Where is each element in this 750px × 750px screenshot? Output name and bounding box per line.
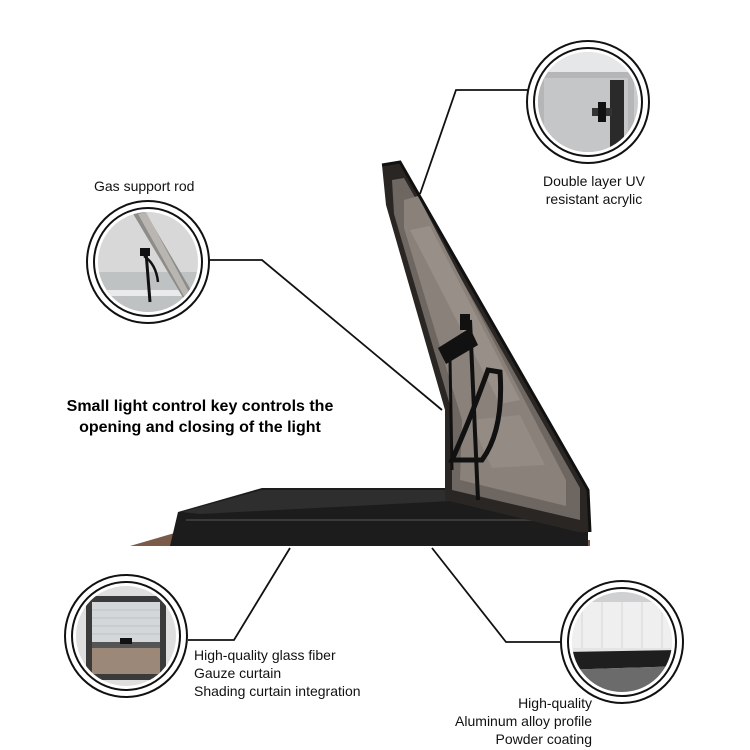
label-acrylic-line2: resistant acrylic <box>545 191 643 207</box>
label-fiber: High-quality glass fiber Gauze curtain S… <box>194 646 361 700</box>
label-fiber-line3: Shading curtain integration <box>194 683 361 699</box>
gas-support-mechanism <box>438 314 504 501</box>
label-fiber-line1: High-quality glass fiber <box>194 647 336 663</box>
headline-line2: opening and closing of the light <box>79 419 321 436</box>
label-aluminum-line1: High-quality <box>518 695 592 711</box>
label-aluminum-line2: Aluminum alloy profile <box>455 713 592 729</box>
label-acrylic: Double layer UV resistant acrylic <box>534 172 654 208</box>
label-gas-support: Gas support rod <box>94 178 195 194</box>
leader-gas-support <box>208 259 443 411</box>
detail-bubble-aluminum <box>560 580 684 704</box>
leader-fiber <box>188 547 291 641</box>
label-acrylic-line1: Double layer UV <box>543 173 645 189</box>
detail-bubble-fiber <box>64 574 188 698</box>
label-aluminum-line3: Powder coating <box>495 731 592 747</box>
base-frame-top <box>182 490 470 514</box>
headline: Small light control key controls the ope… <box>40 396 360 438</box>
headline-line1: Small light control key controls the <box>66 398 334 415</box>
leader-aluminum <box>431 547 562 643</box>
detail-bubble-acrylic <box>526 40 650 164</box>
leader-acrylic <box>419 89 530 195</box>
detail-bubble-gas-support <box>86 200 210 324</box>
label-aluminum: High-quality Aluminum alloy profile Powd… <box>428 694 592 748</box>
label-fiber-line2: Gauze curtain <box>194 665 282 681</box>
